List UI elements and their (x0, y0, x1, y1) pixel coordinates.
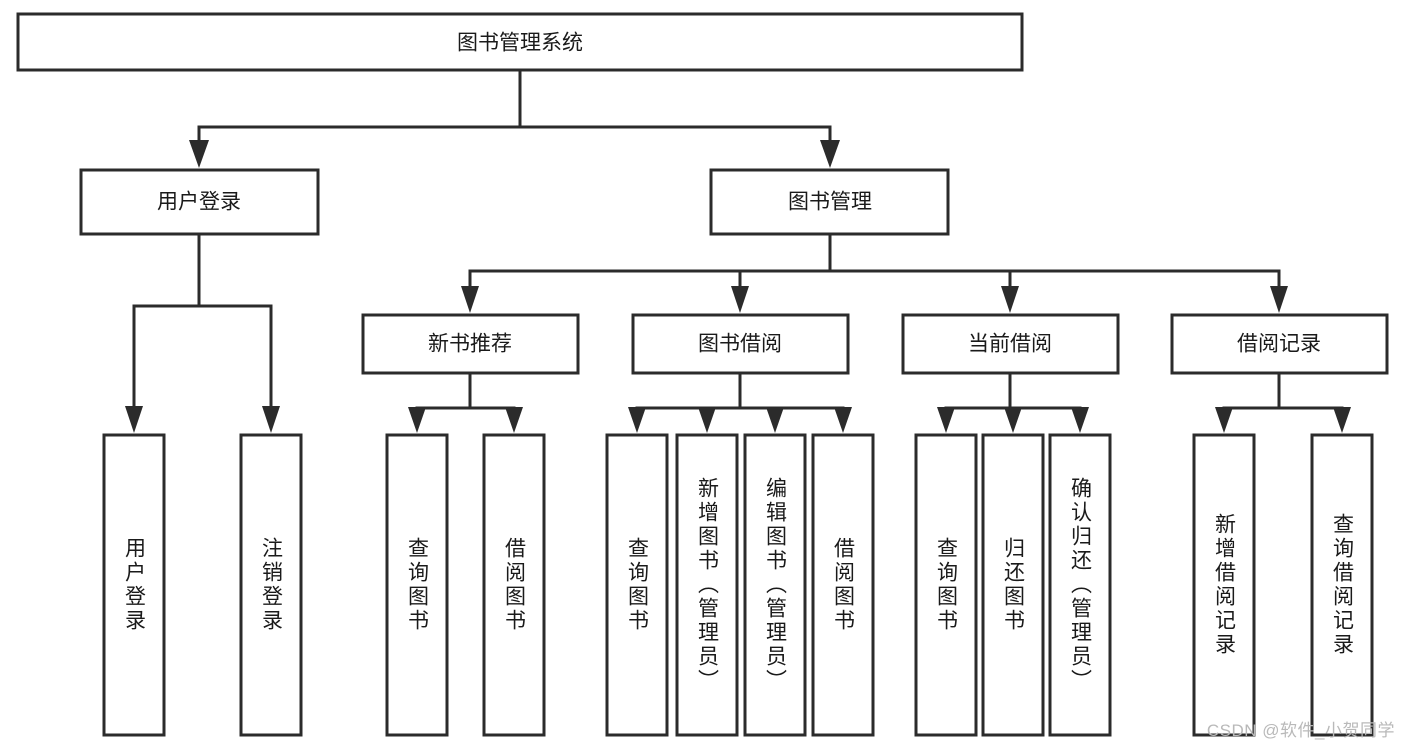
csdn-watermark: CSDN @软件_小贺同学 (1206, 721, 1395, 740)
node-current-borrow-box[interactable] (901, 313, 1120, 375)
node-root-label: 图书管理系统 (457, 32, 583, 55)
node-root-box[interactable] (16, 12, 1024, 72)
node-leaf-cb-search-box[interactable] (914, 433, 978, 737)
arrow-root-to-user-login (189, 140, 209, 168)
arrow-to-leaf-nbr-borrow (505, 407, 523, 433)
arrow-to-leaf-bb-borrow (834, 407, 852, 433)
node-leaf-nbr-borrow-box[interactable] (482, 433, 546, 737)
connector-layer (125, 68, 1351, 433)
arrow-to-leaf-bb-search (628, 407, 646, 433)
arrow-to-leaf-bb-edit (766, 407, 784, 433)
node-leaf-logout-box[interactable] (239, 433, 303, 737)
arrow-to-leaf-cb-return (1004, 407, 1022, 433)
arrow-to-leaf-cb-search (937, 407, 955, 433)
arrow-to-leaf-cb-confirm (1071, 407, 1089, 433)
node-leaf-br-search-box[interactable] (1310, 433, 1374, 737)
arrow-to-leaf-br-search (1333, 407, 1351, 433)
node-book-management-group-label: 图书管理 (788, 191, 872, 214)
node-leaf-cb-return-box[interactable] (981, 433, 1045, 737)
node-leaf-bb-search-box[interactable] (605, 433, 669, 737)
node-user-login-group-label: 用户登录 (157, 191, 241, 214)
node-current-borrow-label: 当前借阅 (968, 333, 1052, 356)
node-leaf-bb-edit-box[interactable] (743, 433, 807, 737)
arrow-to-leaf-nbr-search (408, 407, 426, 433)
node-leaf-bb-borrow-box[interactable] (811, 433, 875, 737)
node-book-management-group-box[interactable] (709, 168, 950, 236)
node-borrow-records-label: 借阅记录 (1237, 333, 1321, 356)
arrow-to-leaf-bb-add (698, 407, 716, 433)
node-borrow-records-box[interactable] (1170, 313, 1389, 375)
node-leaf-user-login-box[interactable] (102, 433, 166, 737)
node-book-borrow-box[interactable] (631, 313, 850, 375)
arrow-to-leaf-br-add (1215, 407, 1233, 433)
node-new-book-recommend-box[interactable] (361, 313, 580, 375)
node-book-borrow-label: 图书借阅 (698, 333, 782, 356)
node-user-login-group-box[interactable] (79, 168, 320, 236)
arrow-to-current-borrow (1001, 286, 1019, 313)
arrow-root-to-book-management (820, 140, 840, 168)
arrow-to-borrow-records (1270, 286, 1288, 313)
node-leaf-br-add-box[interactable] (1192, 433, 1256, 737)
arrow-to-book-borrow (731, 286, 749, 313)
node-layer: 图书管理系统 用户登录 图书管理 新书推荐 图书借阅 当前借阅 借阅记录 (16, 12, 1389, 737)
node-leaf-cb-confirm-box[interactable] (1048, 433, 1112, 737)
arrow-to-new-book-recommend (461, 286, 479, 313)
node-leaf-bb-add-box[interactable] (675, 433, 739, 737)
arrow-to-leaf-user-login (125, 406, 143, 433)
node-leaf-nbr-search-box[interactable] (385, 433, 449, 737)
node-new-book-recommend-label: 新书推荐 (428, 333, 512, 356)
arrow-to-leaf-logout (262, 406, 280, 433)
